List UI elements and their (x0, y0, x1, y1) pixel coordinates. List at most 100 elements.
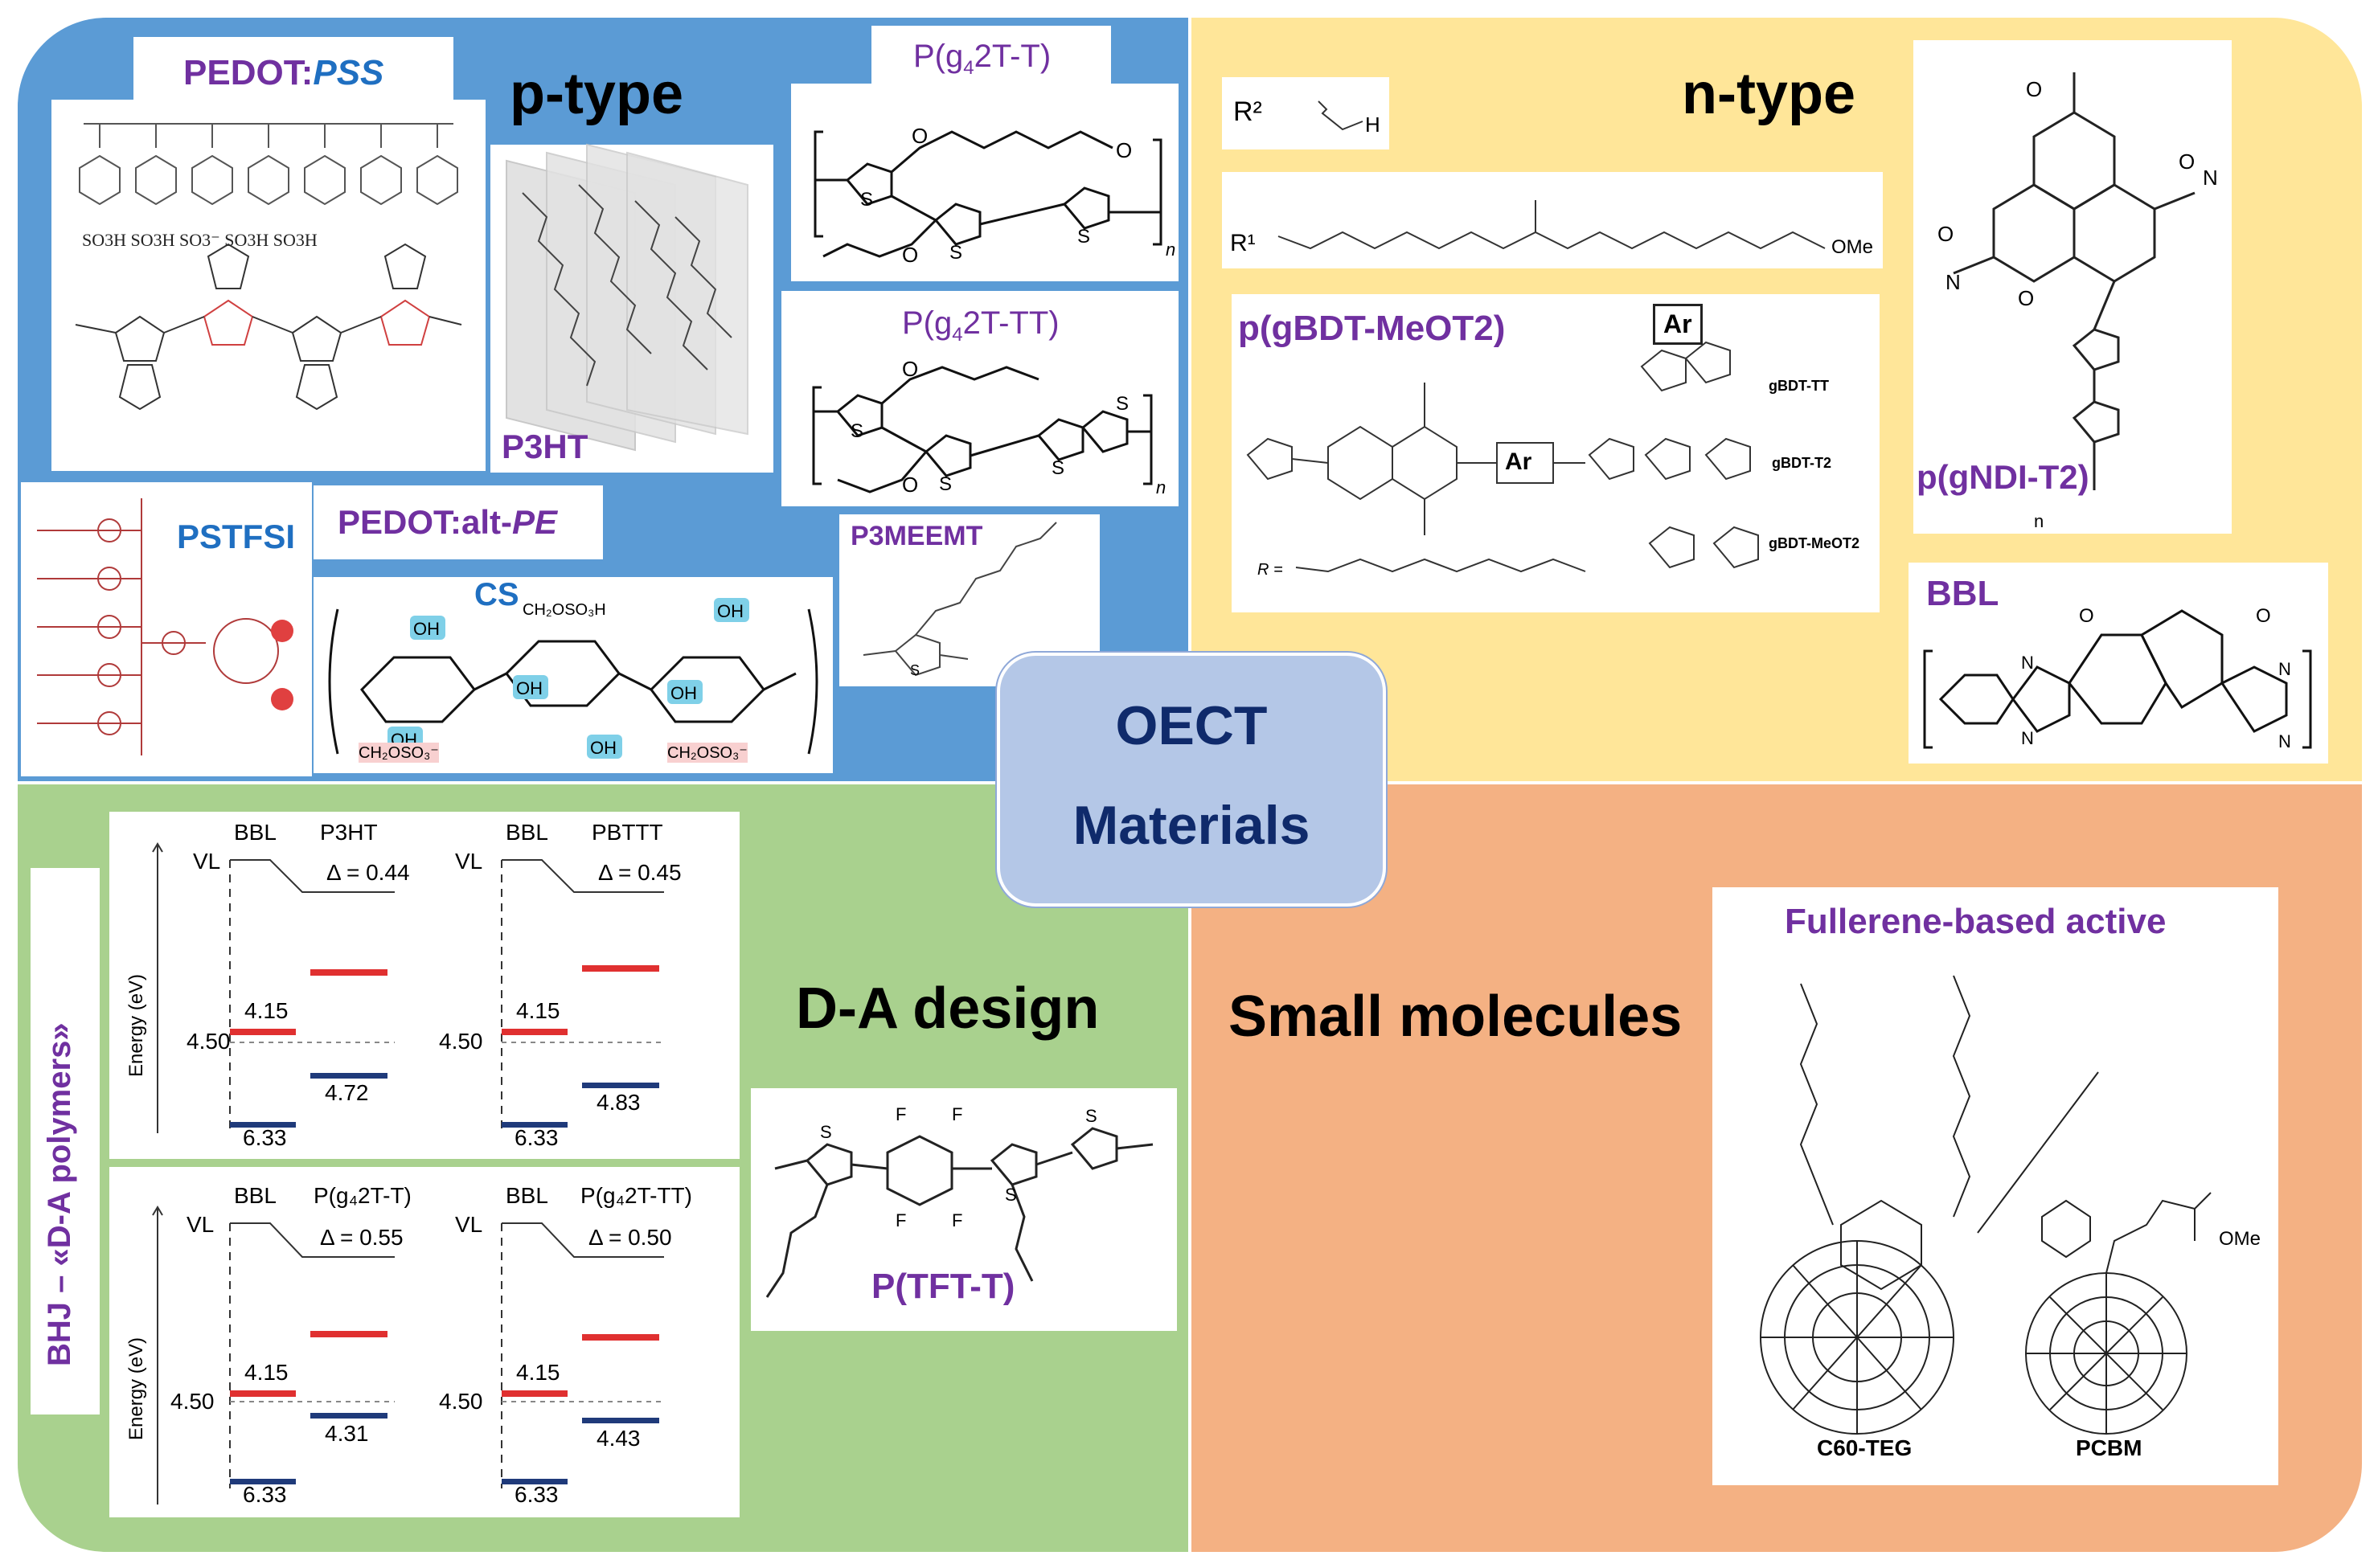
energy-diagram-top (152, 842, 664, 1133)
svg-text:S: S (939, 473, 952, 495)
da-side-label-box: BHJ – «D-A polymers» (31, 868, 100, 1414)
energy-ylabel-bottom: Energy (eV) (125, 1337, 147, 1440)
da-title: D-A design (796, 976, 1100, 1041)
pedot-alt-pe-label: PEDOT:alt-PE (338, 503, 557, 542)
pgndi-label: p(gNDI-T2) (1917, 458, 2089, 496)
svg-text:O: O (2256, 605, 2271, 627)
panel2-ref-label: 4.50 (439, 1029, 483, 1054)
fullerene-structures (1760, 975, 2212, 1435)
ptft-label: P(TFT-T) (871, 1267, 1015, 1306)
pedot-alt-pe-label-box: PEDOT:alt-PE (314, 485, 603, 559)
panel3-vl-label: VL (187, 1212, 215, 1237)
center-line2: Materials (1072, 795, 1310, 856)
svg-text:O: O (902, 243, 918, 267)
da-side-label: BHJ – «D-A polymers» (42, 1022, 77, 1366)
cs-structure (328, 598, 818, 759)
energy-panel-bottom: Energy (eV) BBL P(g₄2T-T) VL Δ = 0.55 4.… (109, 1167, 740, 1517)
panel4-delta-label: Δ = 0.50 (588, 1225, 672, 1250)
pgbdt-label: p(gBDT-MeOT2) (1238, 309, 1506, 348)
pg42t-tt-label-pre: P(g (902, 305, 953, 341)
r1-panel: R¹ OMe (1222, 172, 1883, 268)
pedot-alt-pe-label-b: PE (512, 503, 558, 541)
panel4-ref-label: 4.50 (439, 1389, 483, 1414)
p3meemt-structure: S (863, 522, 1057, 678)
panel4-vl-label: VL (455, 1212, 483, 1237)
center-line1: OECT (1115, 695, 1268, 756)
pg42t-t-panel: S S S O O O n (791, 84, 1179, 281)
svg-text:S: S (1085, 1106, 1097, 1126)
pgndi-panel: O O O O N N p(gNDI-T2) n (1913, 40, 2232, 534)
panel1-right-label: P3HT (320, 820, 378, 845)
panel2-right-label: PBTTT (592, 820, 663, 845)
pgndi-structure: O O O O N N (1937, 72, 2218, 490)
cs-panel: CS OH OH OH OH OH OH CH₂OSO₃H CH₂OSO₃⁻ C… (314, 577, 833, 773)
cs-oh-6: OH (717, 601, 744, 621)
bbl-panel: BBL O O N N N N (1909, 563, 2328, 764)
panel4-lumo-label: 4.15 (516, 1360, 560, 1385)
pg42t-t-label-post: 2T-T) (974, 39, 1052, 74)
svg-text:F: F (952, 1210, 962, 1230)
ar-label-chain: Ar (1505, 448, 1532, 475)
pedot-pss-label-box: PEDOT:PSS (133, 37, 453, 111)
svg-text:O: O (2018, 286, 2034, 310)
cs-oh-5: OH (670, 683, 697, 703)
panel2-homo-label: 6.33 (515, 1125, 559, 1150)
svg-text:N: N (2203, 166, 2218, 190)
r1-ome-label: OMe (1831, 236, 1874, 258)
pss-sulfonate-labels: SO3H SO3H SO3⁻ SO3H SO3H (82, 230, 318, 250)
gbdt-tt-label: gBDT-TT (1769, 378, 1829, 394)
panel3-right-homo-label: 4.31 (325, 1421, 369, 1446)
svg-text:S: S (1005, 1185, 1017, 1205)
pedot-pss-label: PEDOT:PSS (183, 53, 383, 93)
energy-diagram-bottom (152, 1206, 664, 1505)
panel3-left-label: BBL (234, 1183, 277, 1208)
cs-oh-4: OH (590, 738, 617, 758)
panel2-lumo-label: 4.15 (516, 998, 560, 1023)
svg-text:N: N (2278, 731, 2291, 751)
svg-text:N: N (2021, 728, 2034, 748)
svg-text:F: F (952, 1104, 962, 1124)
ptype-title: p-type (510, 62, 683, 126)
svg-text:S: S (1116, 393, 1129, 415)
r2-structure (1318, 100, 1363, 131)
energy-ylabel-top: Energy (eV) (125, 973, 147, 1077)
bbl-label: BBL (1926, 574, 1999, 613)
r2-panel: R² H (1222, 77, 1389, 149)
pg42t-tt-label-post: 2T-TT) (962, 305, 1060, 341)
svg-text:N: N (2021, 653, 2034, 673)
svg-text:O: O (902, 357, 918, 381)
ar-label-top: Ar (1653, 304, 1703, 345)
pg42t-t-label-pre: P(g (913, 39, 964, 74)
fullerene-label: Fullerene-based active (1785, 902, 2167, 941)
cs-ch2oso3-right: CH₂OSO₃⁻ (667, 743, 748, 763)
svg-text:S: S (851, 420, 863, 442)
panel3-lumo-label: 4.15 (244, 1360, 289, 1385)
panel3-delta-label: Δ = 0.55 (320, 1225, 404, 1250)
fullerene-panel: Fullerene-based active OMe C60-TEG PCBM (1712, 887, 2278, 1485)
svg-text:S: S (860, 189, 873, 211)
panel2-vl-label: VL (455, 849, 483, 874)
pgbdt-structure (1246, 341, 1759, 573)
svg-text:O: O (2179, 149, 2195, 174)
pcbm-ome-label: OMe (2219, 1228, 2261, 1250)
pg42t-tt-structure: S S S S O O n (812, 357, 1166, 497)
p3ht-lamellae-image (506, 143, 748, 452)
svg-text:F: F (896, 1104, 906, 1124)
pstfsi-structure (37, 498, 293, 755)
r1-structure (1277, 200, 1826, 250)
gbdt-t2-label: gBDT-T2 (1772, 455, 1831, 471)
small-molecules-title: Small molecules (1228, 985, 1683, 1049)
pedot-pss-panel: SO3H SO3H SO3⁻ SO3H SO3H (51, 100, 486, 471)
pedot-pss-label-b: PSS (313, 53, 384, 92)
p3meemt-label: P3MEEMT (851, 521, 983, 551)
energy-panel-top: Energy (eV) BBL P3HT VL Δ = 0.44 4.15 4.… (109, 812, 740, 1159)
svg-text:S: S (949, 242, 962, 264)
svg-text:O: O (912, 124, 928, 148)
svg-text:O: O (902, 473, 918, 497)
r2-h-label: H (1365, 113, 1380, 137)
panel2-left-label: BBL (506, 820, 548, 845)
panel4-right-label: P(g₄2T-TT) (580, 1183, 692, 1208)
panel3-ref-label: 4.50 (170, 1389, 215, 1414)
pstfsi-panel (21, 482, 312, 776)
pstfsi-label-box: PSTFSI (162, 489, 305, 593)
